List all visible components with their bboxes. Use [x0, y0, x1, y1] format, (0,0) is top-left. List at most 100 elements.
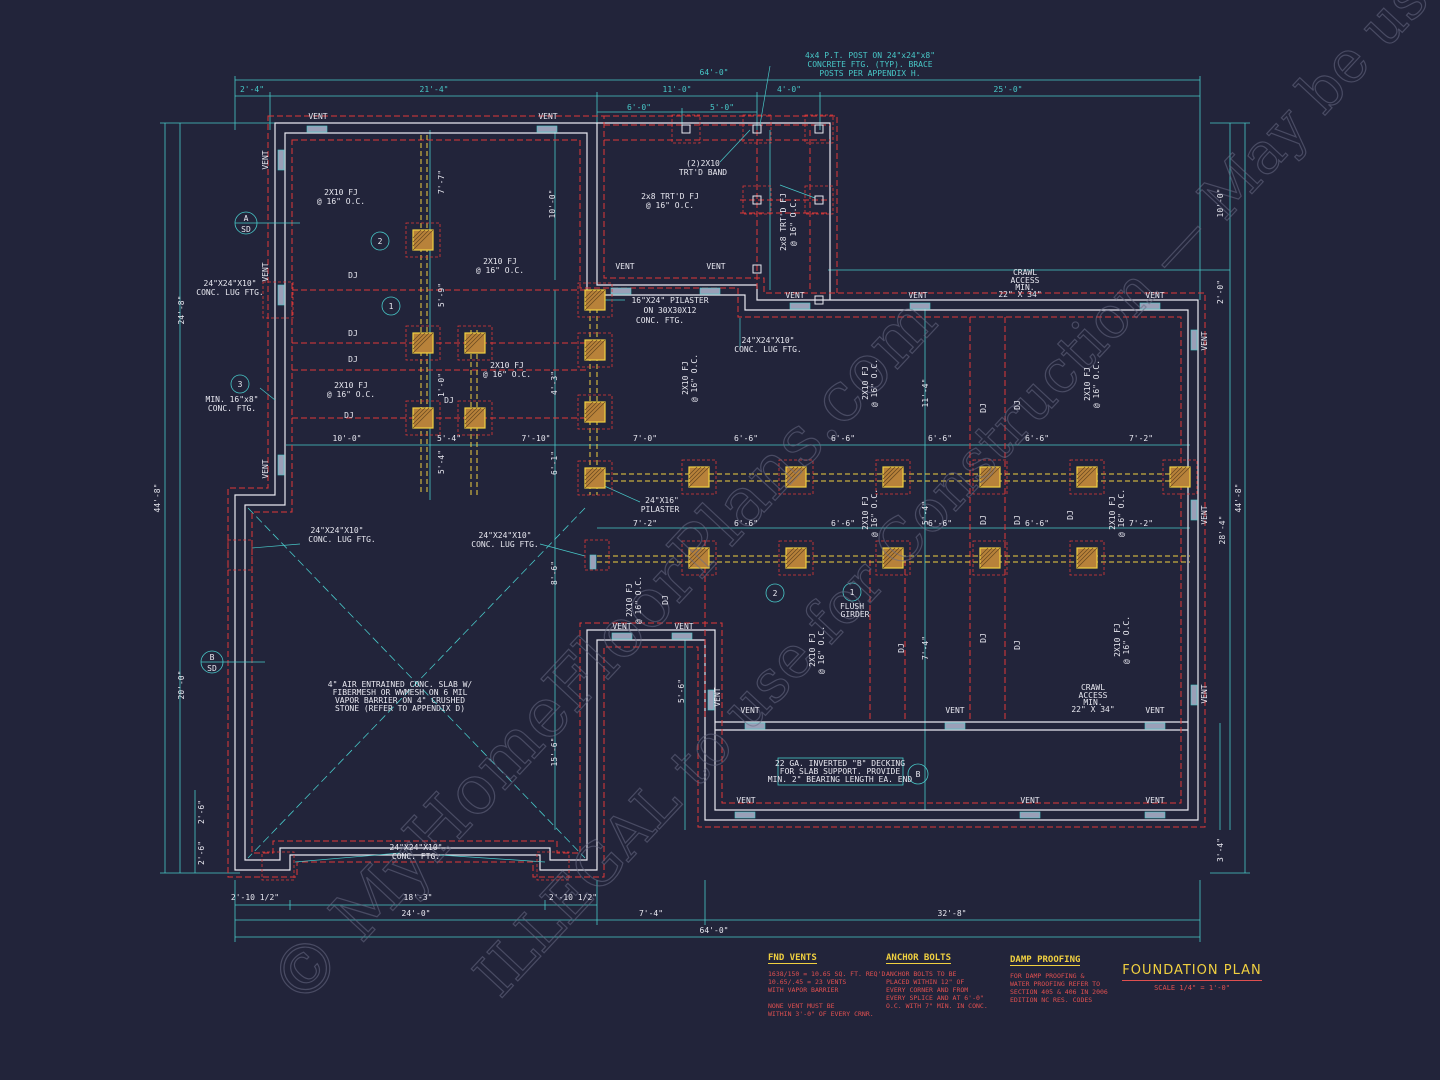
plan-label-fj-oc-a: @ 16" O.C. [1122, 616, 1131, 664]
plan-label-dj: DJ [1013, 640, 1022, 650]
plan-label-post-note-3: POSTS PER APPENDIX H. [819, 69, 920, 78]
plan-label-conc-lug-1a: 24"X24"X10" [204, 279, 257, 288]
plan-label-d-5-4: 5'-4" [921, 501, 930, 525]
plan-label-dj: DJ [1013, 400, 1022, 410]
plan-label-dim-25-0: 25'-0" [994, 85, 1023, 94]
plan-label-d-3-4: 3'-4" [1216, 838, 1225, 862]
plan-label-n2: 2 [378, 237, 383, 246]
plan-label-vent: VENT [612, 622, 631, 631]
pier-footing [681, 540, 717, 576]
fnd-vents-note: FND VENTS 1638/150 = 10.65 SQ. FT. REQ'D… [768, 945, 886, 1018]
plan-label-fj-2x10-a: 2X10 FJ [861, 366, 870, 400]
plan-label-fj-oc-a: @ 16" O.C. [870, 359, 879, 407]
plan-label-vent: VENT [945, 706, 964, 715]
plan-label-slab-2: FIBERMESH OR WWMESH ON 6 MIL [333, 688, 468, 697]
plan-label-d-5-6: 5'-6" [677, 679, 686, 703]
plan-label-d-20-0: 20'-0" [177, 671, 186, 700]
plan-label-deck-1: 22 GA. INVERTED "B" DECKING [775, 759, 905, 768]
plan-label-min-ftg-b: CONC. FTG. [208, 404, 256, 413]
plan-label-trtd-fj-1: 2x8 TRT'D FJ [779, 193, 788, 251]
pier-footing [681, 459, 717, 495]
plan-label-conc-ftg-a: 24"X24"X10" [390, 843, 443, 852]
plan-label-slab-1: 4" AIR ENTRAINED CONC. SLAB W/ [328, 680, 473, 689]
plan-label-dim-21-4: 21'-4" [420, 85, 449, 94]
plan-label-vent: VENT [1200, 505, 1209, 524]
plan-label-vent: VENT [261, 459, 270, 478]
plan-label-dj: DJ [979, 403, 988, 413]
plan-label-fj-2x10-a: 2X10 FJ [1083, 367, 1092, 401]
plan-label-dj: DJ [348, 355, 358, 364]
plan-label-d-2-10: 2'-10 1/2" [231, 893, 279, 902]
plan-label-dj: DJ [661, 595, 670, 605]
plan-label-d-6-6: 6'-6" [1025, 519, 1049, 528]
plan-label-fj-oc-a: @ 16" O.C. [690, 354, 699, 402]
plan-label-vent: VENT [1200, 331, 1209, 350]
plan-label-d-6-1: 6'-1" [550, 451, 559, 475]
plan-label-dj: DJ [348, 329, 358, 338]
plan-label-dj: DJ [1013, 515, 1022, 525]
plan-label-d-2-0: 2'-0" [1216, 280, 1225, 304]
plan-label-pilaster-1b: ON 30X30X12 [644, 306, 697, 315]
plan-label-d-7-2: 7'-2" [1129, 519, 1153, 528]
plan-label-d-7-7: 7'-7" [437, 170, 446, 194]
plan-label-vent: VENT [740, 706, 759, 715]
plan-label-dim-2-4: 2'-4" [240, 85, 264, 94]
plan-label-deck-3: MIN. 2" BEARING LENGTH EA. END [768, 775, 913, 784]
anchor-bolts-body: ANCHOR BOLTS TO BE PLACED WITHIN 12" OF … [886, 970, 988, 1010]
plan-label-d-2-6: 2'-6" [197, 841, 206, 865]
plan-label-deck-2: FOR SLAB SUPPORT. PROVIDE [780, 767, 901, 776]
plan-label-dj: DJ [897, 643, 906, 653]
vents [277, 125, 1198, 819]
plan-label-d-24-0: 24'-0" [402, 909, 431, 918]
pier-footing [778, 540, 814, 576]
pier-footing [405, 325, 441, 361]
anchor-bolts-note: ANCHOR BOLTS ANCHOR BOLTS TO BE PLACED W… [886, 945, 1004, 1010]
plan-label-fj-oc-b: @ 16" O.C. [476, 266, 524, 275]
plan-label-fj-oc-d: @ 16" O.C. [483, 370, 531, 379]
plan-label-fj-oc-a: @ 16" O.C. [1117, 489, 1126, 537]
plan-label-fj-2x10-a: 2X10 FJ [625, 583, 634, 617]
plan-label-band-2: TRT'D BAND [679, 168, 727, 177]
plan-label-vent: VENT [785, 291, 804, 300]
plan-label-flush-2: GIRDER [841, 610, 870, 619]
post-footing-outlines [227, 114, 834, 881]
plan-label-vent: VENT [674, 622, 693, 631]
plan-label-conc-lug-4b: CONC. LUG FTG. [734, 345, 801, 354]
plan-label-d-6-6: 6'-6" [928, 519, 952, 528]
section-markers [200, 211, 929, 786]
plan-label-d-6-6: 6'-6" [831, 519, 855, 528]
plan-label-pilaster-1c: CONC. FTG. [636, 316, 684, 325]
pier-footing [577, 282, 613, 318]
plan-label-d-10-0: 10'-0" [333, 434, 362, 443]
plan-label-trtd-fj-2: @ 16" O.C. [789, 198, 798, 246]
plan-label-d-1-0: 1'-0" [437, 373, 446, 397]
plan-label-fj-oc-c: @ 16" O.C. [327, 390, 375, 399]
plan-label-crawl-1c: MIN. [1015, 283, 1034, 292]
drawing-scale: SCALE 1/4" = 1'-0" [1154, 984, 1230, 992]
plan-label-d-15-6: 15'-6" [550, 738, 559, 767]
plan-label-dj: DJ [979, 515, 988, 525]
pier-footing [405, 400, 441, 436]
damp-proofing-body: FOR DAMP PROOFING & WATER PROOFING REFER… [1010, 972, 1108, 1004]
drawing-title: FOUNDATION PLAN [1122, 963, 1262, 981]
plan-label-sec-sd: SD [207, 664, 217, 673]
plan-label-crawl-1a: CRAWL [1013, 268, 1037, 277]
plan-label-fj-2x10-b: 2X10 FJ [483, 257, 517, 266]
plan-label-vent: VENT [1145, 796, 1164, 805]
plan-label-trtd-fj-1: 2x8 TRT'D FJ [641, 192, 699, 201]
plan-label-dim-64-top: 64'-0" [700, 68, 729, 77]
dimension-lines [160, 76, 1250, 942]
plan-label-d-7-4: 7'-4" [921, 636, 930, 660]
plan-label-vent: VENT [706, 262, 725, 271]
plan-label-band-1: (2)2X10 [686, 159, 720, 168]
plan-label-vent: VENT [261, 262, 270, 281]
damp-proofing-heading: DAMP PROOFING [1010, 955, 1081, 966]
plan-label-pilaster-1a: 16"X24" PILASTER [631, 296, 708, 305]
plan-label-fj-2x10-c: 2X10 FJ [334, 381, 368, 390]
plan-label-conc-lug-2b: CONC. LUG FTG. [308, 535, 375, 544]
plan-label-fj-oc-a: @ 16" O.C. [870, 489, 879, 537]
plan-label-d-32-8: 32'-8" [938, 909, 967, 918]
plan-label-d-2-6: 2'-6" [197, 800, 206, 824]
pier-footing [457, 325, 493, 361]
